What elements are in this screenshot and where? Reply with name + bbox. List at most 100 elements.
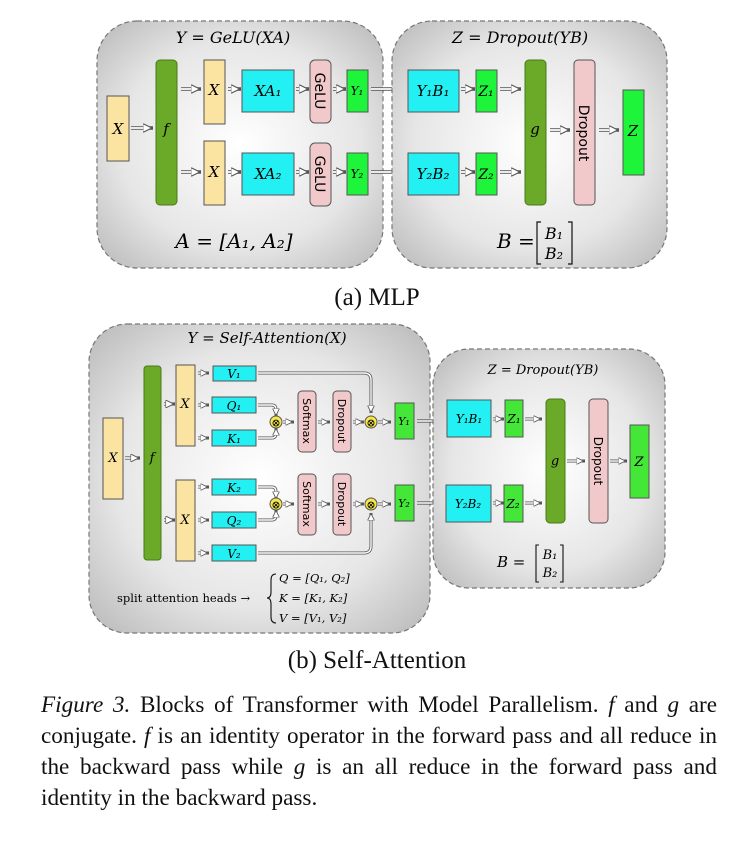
connector-k2: [258, 485, 276, 499]
sa-value-symbol-1: ⊗: [366, 417, 375, 430]
mlp-f-label: f: [162, 120, 171, 138]
caption-f: f: [608, 692, 615, 718]
sa-split-q: Q = [Q₁, Q₂]: [279, 571, 350, 585]
sa-attention-panel: [88, 323, 431, 634]
sa-z-output: [629, 424, 650, 499]
sa-b-definition: B = B₁ B₂: [496, 544, 564, 583]
caption-g: g: [667, 692, 680, 718]
sa-dropout-block: [588, 398, 609, 524]
caption-text: is an all reduce in the forward pass and…: [41, 754, 717, 811]
sa-softmax-1: [297, 390, 317, 453]
mlp-y2b2: [407, 152, 460, 196]
mlp-dropout-block: [573, 59, 596, 206]
sa-y2-label: Y₂: [398, 497, 410, 510]
caption-text: Blocks of Transformer with Model Paralle…: [130, 692, 609, 718]
mlp-x-top-label: X: [208, 81, 221, 99]
sa-input-x: [102, 417, 124, 500]
figure-caption: Figure 3. Blocks of Transformer with Mod…: [41, 690, 717, 814]
sa-b1: B₁: [542, 548, 558, 563]
mlp-b2: B₂: [544, 244, 563, 263]
sa-v1-label: V₁: [227, 367, 240, 381]
sa-split-k: K = [K₁, K₂]: [278, 591, 348, 605]
mlp-b-lhs: B =: [496, 229, 535, 253]
sa-z2: [503, 484, 524, 523]
mlp-xa1: [241, 69, 295, 113]
mlp-xa2: [241, 152, 295, 196]
sa-dropout-1: [332, 390, 352, 453]
sa-split-heads: split attention heads → Q = [Q₁, Q₂] K =…: [117, 571, 350, 625]
sa-z-label: Z: [633, 455, 644, 470]
sa-k1-label: K₁: [226, 432, 241, 446]
sa-b2: B₂: [542, 566, 558, 581]
self-attention-diagram: Y = Self-Attention(X) X f X X V₁ Q₁ K₁ K…: [88, 323, 666, 634]
sa-y2b2: [445, 484, 492, 523]
mlp-z2: [475, 152, 498, 196]
sa-v1: [212, 365, 257, 382]
mlp-z-label: Z: [627, 122, 639, 140]
mlp-gelu-1: [309, 59, 332, 124]
subfigure-caption-mlp: (a) MLP: [334, 284, 420, 311]
sa-dropout-2-label: Dropout: [335, 482, 348, 527]
sa-q2: [211, 511, 257, 529]
mlp-y1-label: Y₁: [351, 84, 364, 98]
sa-q1-label: Q₁: [227, 399, 242, 413]
mlp-input-x: [106, 95, 130, 162]
sa-softmax-2: [297, 473, 317, 536]
sa-b-lhs: B =: [496, 553, 525, 571]
mlp-xa1-label: XA₁: [254, 82, 282, 100]
sa-y2: [394, 484, 415, 522]
sa-x-top-label: X: [179, 397, 190, 412]
sa-y1b1: [446, 399, 492, 438]
sa-split-label: split attention heads →: [117, 591, 250, 605]
caption-f: f: [144, 723, 151, 749]
mlp-y2-label: Y₂: [351, 167, 364, 181]
sa-matmul-node-1: [269, 415, 283, 429]
mlp-b1: B₁: [544, 224, 563, 243]
sa-matmul-symbol-2: ⊗: [271, 499, 280, 512]
sa-y1b1-label: Y₁B₁: [456, 412, 482, 426]
mlp-z2-label: Z₂: [477, 167, 494, 183]
mlp-f-operator: [155, 59, 178, 206]
mlp-y2: [346, 152, 369, 196]
connector-q2: [258, 510, 276, 522]
sa-z1-label: Z₁: [506, 412, 520, 426]
sa-f-label: f: [149, 451, 157, 466]
mlp-z-output: [622, 89, 645, 176]
mlp-dropout-label: Dropout: [575, 105, 591, 162]
sa-v2: [211, 544, 257, 562]
sa-z2-label: Z₂: [505, 497, 519, 511]
sa-softmax-2-label: Softmax: [300, 481, 313, 527]
sa-value-node-2: [364, 497, 378, 511]
mlp-y1b1: [407, 69, 460, 113]
sa-v2-label: V₂: [227, 547, 241, 561]
caption-g: g: [293, 754, 306, 780]
sa-y2b2-label: Y₂B₂: [455, 497, 482, 511]
mlp-y1b1-label: Y₁B₁: [417, 82, 450, 100]
sa-softmax-1-label: Softmax: [300, 398, 313, 444]
connector-v2: [258, 513, 371, 555]
mlp-z1: [475, 69, 498, 113]
mlp-g-operator: [524, 59, 547, 206]
mlp-x-bottom-label: X: [208, 163, 221, 181]
sa-k2-label: K₂: [226, 481, 241, 495]
sa-attention-title: Y = Self-Attention(X): [187, 329, 346, 347]
sa-g-operator: [545, 398, 566, 524]
sa-k1: [211, 429, 257, 447]
sa-q2-label: Q₂: [227, 514, 242, 528]
mlp-gelu-2-label: GeLU: [311, 156, 327, 193]
mlp-input-x-label: X: [112, 120, 125, 138]
caption-text: and: [614, 692, 668, 718]
sa-q1: [211, 396, 257, 414]
mlp-dropout-title: Z = Dropout(YB): [451, 28, 588, 47]
sa-value-node-1: [364, 415, 378, 429]
connector-k1: [258, 428, 276, 440]
figure-label: Figure 3.: [41, 692, 131, 718]
sa-dropout-1-label: Dropout: [335, 399, 348, 444]
sa-k2: [211, 478, 257, 496]
sa-value-symbol-2: ⊗: [366, 499, 375, 512]
sa-matmul-symbol-1: ⊗: [271, 417, 280, 430]
mlp-gelu-2: [309, 142, 332, 207]
figure-diagram: Y = GeLU(XA) X f X X XA₁ XA₂ GeLU GeLU Y…: [88, 20, 668, 634]
caption-text: are conjugate.: [41, 692, 718, 749]
sa-input-x-label: X: [107, 451, 118, 466]
